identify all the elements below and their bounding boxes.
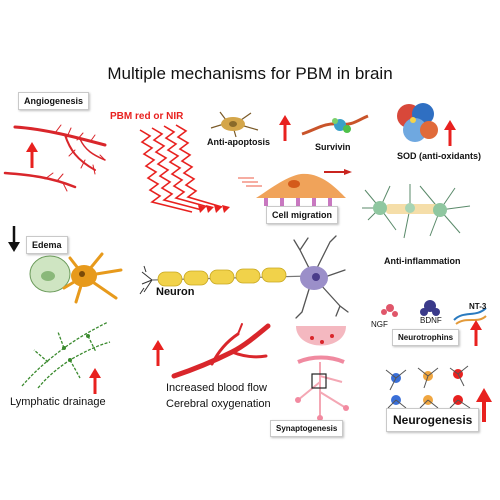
sod-up-arrow-icon	[444, 120, 456, 146]
apoptotic-cell-icon	[210, 111, 259, 138]
blood-flow-label: Increased blood flow	[166, 382, 267, 394]
neurotrophins-label: Neurotrophins	[392, 329, 460, 346]
sod-protein-structure-icon	[397, 103, 438, 142]
sod-label: SOD (anti-oxidants)	[397, 151, 482, 161]
neuron-label: Neuron	[156, 286, 195, 298]
lymphatic-vessels-icon	[21, 321, 111, 389]
microglia-cells-icon	[362, 184, 471, 239]
neurogenesis-up-arrow-icon	[476, 388, 492, 422]
lymphatic-up-arrow-icon	[89, 368, 101, 394]
cerebral-oxygenation-label: Cerebral oxygenation	[166, 398, 271, 410]
angiogenesis-label: Angiogenesis	[18, 92, 90, 110]
migrating-cell-icon	[238, 169, 352, 206]
ngf-label: NGF	[371, 320, 388, 329]
neuron-icon	[139, 235, 349, 319]
angiogenesis-up-arrow-icon	[26, 142, 38, 168]
anti-inflammation-label: Anti-inflammation	[384, 256, 461, 266]
survivin-protein-icon	[301, 114, 369, 136]
blood-vessel-icon	[171, 323, 271, 379]
diagram-title: Multiple mechanisms for PBM in brain	[107, 64, 393, 83]
angiogenesis-vessels-icon	[3, 124, 107, 192]
anti-apoptosis-label: Anti-apoptosis	[207, 137, 270, 147]
pbm-light-label: PBM red or NIR	[110, 111, 184, 122]
synapse-icon	[295, 326, 349, 421]
edema-astrocyte-icon	[29, 252, 123, 304]
edema-label: Edema	[26, 236, 68, 254]
synaptogenesis-label: Synaptogenesis	[270, 420, 344, 437]
neurogenesis-cells-icon	[385, 365, 471, 409]
blood-flow-up-arrow-icon	[152, 340, 164, 366]
lymphatic-drainage-label: Lymphatic drainage	[10, 396, 106, 408]
survivin-label: Survivin	[315, 142, 351, 152]
edema-down-arrow-icon	[8, 226, 20, 252]
neurotrophins-up-arrow-icon	[470, 320, 482, 346]
neurotrophin-proteins-icon	[381, 300, 487, 325]
neurogenesis-label: Neurogenesis	[386, 408, 480, 432]
bdnf-label: BDNF	[420, 316, 442, 325]
cell-migration-label: Cell migration	[266, 206, 339, 224]
laser-beams-icon	[139, 124, 230, 213]
anti-apoptosis-up-arrow-icon	[279, 115, 291, 141]
nt3-label: NT-3	[469, 302, 487, 311]
